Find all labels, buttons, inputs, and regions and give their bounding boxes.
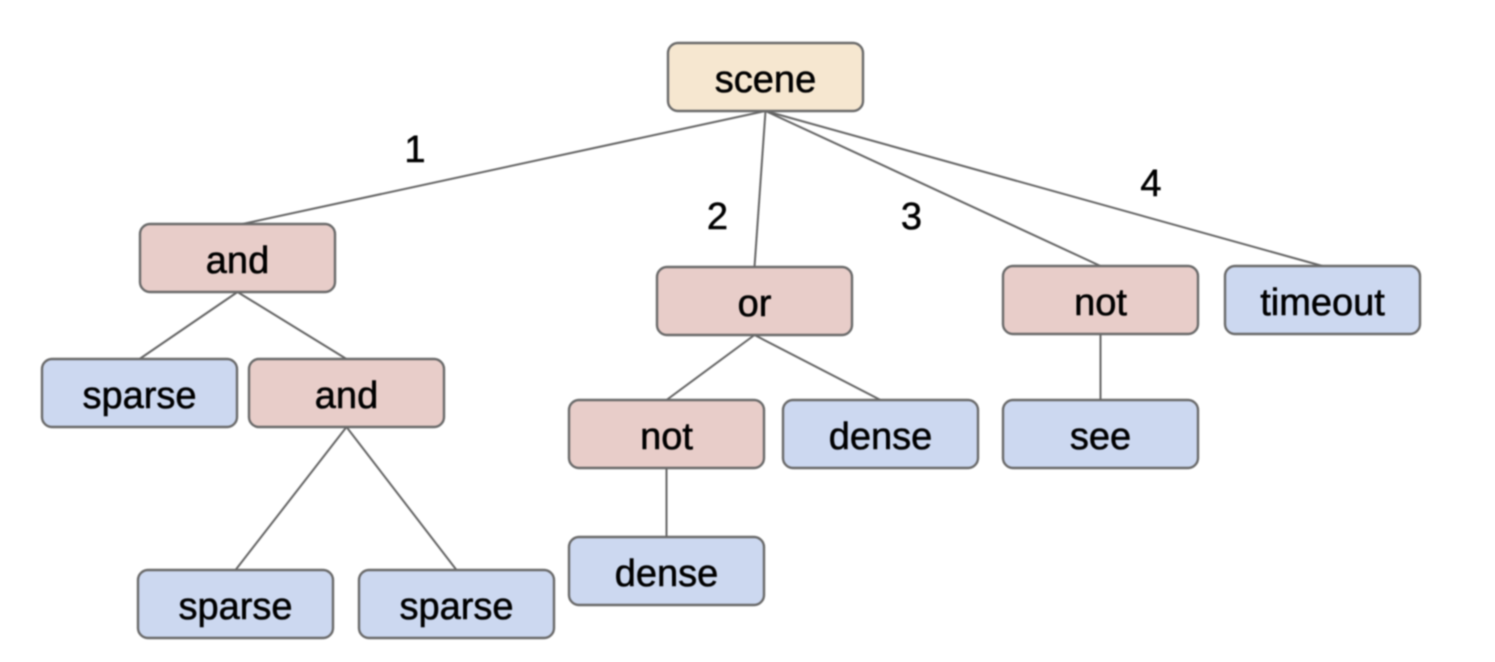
svg-text:not: not: [640, 416, 693, 458]
svg-text:4: 4: [1140, 163, 1161, 205]
svg-text:timeout: timeout: [1260, 282, 1385, 324]
svg-text:and: and: [315, 375, 378, 417]
svg-text:sparse: sparse: [399, 586, 513, 628]
svg-text:2: 2: [707, 196, 728, 238]
svg-text:1: 1: [404, 129, 425, 171]
svg-text:or: or: [738, 283, 772, 325]
svg-text:3: 3: [901, 196, 922, 238]
svg-text:sparse: sparse: [82, 375, 196, 417]
svg-text:dense: dense: [615, 553, 719, 595]
svg-text:scene: scene: [715, 59, 816, 101]
svg-text:not: not: [1074, 282, 1127, 324]
svg-text:see: see: [1070, 416, 1131, 458]
svg-text:dense: dense: [829, 416, 933, 458]
svg-text:sparse: sparse: [178, 586, 292, 628]
svg-text:and: and: [206, 240, 269, 282]
